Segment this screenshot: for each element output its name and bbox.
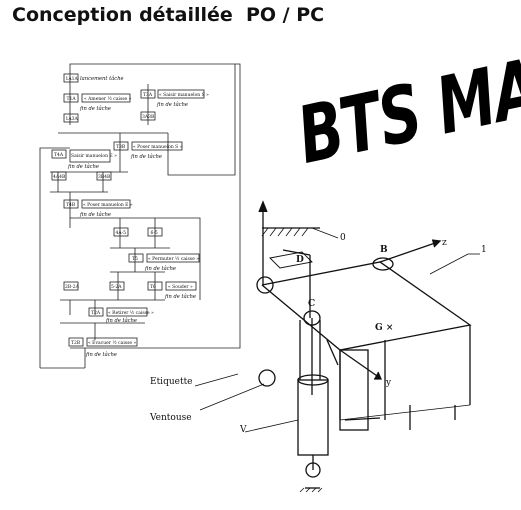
transition-note: fin de tâche	[85, 351, 117, 358]
step-label: T6	[150, 284, 156, 290]
action-label: « Souder »	[168, 284, 193, 290]
label-g: G ×	[375, 323, 393, 333]
label-c: C	[308, 299, 315, 309]
action-label: « Amener ½ caisse »	[84, 95, 132, 102]
label-d: D	[296, 255, 304, 265]
step-label: 3B4B	[98, 174, 111, 180]
transition-note: fin de tâche	[79, 105, 111, 112]
transition-note: lancement tâche	[80, 75, 124, 82]
callout-ventouse: Ventouse	[149, 413, 192, 423]
transition-note: fin de tâche	[164, 293, 196, 300]
step-label: T3B	[116, 144, 126, 150]
mechanism-drawing	[194, 200, 480, 493]
label-b: B	[380, 245, 388, 255]
label-z: z	[442, 238, 447, 248]
action-label: « Permuter ½ caisse »	[148, 255, 199, 262]
step-label: 4A-5	[116, 230, 127, 236]
step-label: 4A4B	[53, 174, 66, 180]
step-label: T2B	[71, 340, 81, 346]
page-title: Conception détaillée PO / PC	[12, 4, 325, 26]
callout-v: V	[239, 425, 247, 435]
step-label: 5-2A	[111, 284, 122, 290]
label-one: 1	[481, 245, 487, 255]
transition-note: fin de tâche	[105, 317, 137, 324]
transition-note: fin de tâche	[130, 153, 162, 160]
step-label: 1A3A	[66, 116, 79, 122]
callout-etiquette: Etiquette	[150, 377, 193, 387]
transition-note: fin de tâche	[79, 211, 111, 218]
grafcet-diagram	[39, 63, 241, 369]
step-label: T2A	[91, 310, 101, 316]
step-label: 6-5	[151, 230, 158, 236]
step-label: T5	[132, 256, 138, 262]
transition-note: fin de tâche	[67, 163, 99, 170]
action-label: Saisir manuelon E »	[71, 153, 117, 159]
transition-note: fin de tâche	[156, 101, 188, 108]
step-label: 2B-2A	[65, 284, 80, 290]
action-label: « Retirer ½ caisse »	[108, 309, 154, 316]
step-label: 1A1A	[66, 76, 79, 82]
action-label: « Saisir manuelon S »	[159, 92, 209, 98]
step-label: T1A	[67, 96, 77, 102]
step-label: 3A3B	[142, 114, 155, 120]
step-label: T4A	[54, 152, 64, 158]
transition-note: fin de tâche	[144, 265, 176, 272]
action-label: « Poser manuelon S »	[133, 144, 183, 150]
label-y: y	[385, 378, 392, 388]
action-label: « Évacuer ½ caisse »	[88, 338, 137, 346]
step-label: T4B	[66, 202, 76, 208]
action-label: « Poser manuelon E »	[83, 202, 133, 208]
step-label: T3A	[143, 92, 153, 98]
label-zero: 0	[340, 233, 346, 243]
mechanism-labels: 0 1 B D C G × z y Etiquette Ventouse V	[149, 233, 487, 435]
grafcet-labels: 1A1A T1A 1A3A T3A 3A3B T3B T4A 4A4B 3B4B…	[53, 75, 209, 358]
